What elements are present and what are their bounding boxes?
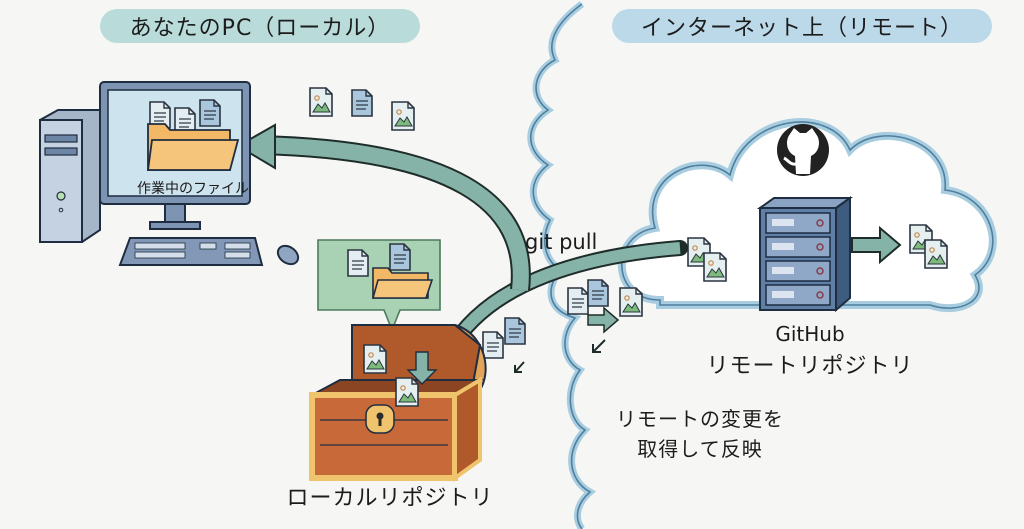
local-repository-label: ローカルリポジトリ: [286, 486, 494, 511]
image-file-icon: [619, 287, 643, 317]
caption-line-1: リモートの変更を: [616, 407, 784, 431]
working-files-label: 作業中のファイル: [137, 181, 249, 197]
github-logo-icon: [777, 124, 829, 176]
document-icon: [587, 279, 609, 307]
document-icon: [567, 287, 589, 315]
server-rack-icon: [756, 196, 854, 313]
image-file-icon: [309, 87, 333, 117]
document-icon: [351, 89, 373, 117]
local-header-text: あなたのPC（ローカル）: [129, 16, 391, 41]
git-pull-label: git pull: [525, 230, 598, 254]
remote-section-header: インターネット上（リモート）: [612, 9, 992, 43]
github-label: GitHub: [775, 322, 845, 346]
document-icon: [504, 317, 526, 345]
image-file-icon: [924, 239, 948, 269]
local-section-header: あなたのPC（ローカル）: [100, 9, 420, 43]
fetch-caption: リモートの変更を 取得して反映: [600, 404, 800, 464]
caption-line-2: 取得して反映: [637, 437, 763, 461]
folder-icon: [146, 99, 240, 171]
treasure-chest-icon: [309, 324, 487, 482]
remote-repository-label: リモートリポジトリ: [706, 354, 914, 379]
image-file-icon: [391, 101, 415, 131]
remote-header-text: インターネット上（リモート）: [640, 16, 963, 41]
repo-contents-bubble: [317, 239, 441, 333]
image-file-icon: [703, 252, 727, 282]
upload-arrow: [851, 225, 902, 265]
document-icon: [482, 331, 504, 359]
